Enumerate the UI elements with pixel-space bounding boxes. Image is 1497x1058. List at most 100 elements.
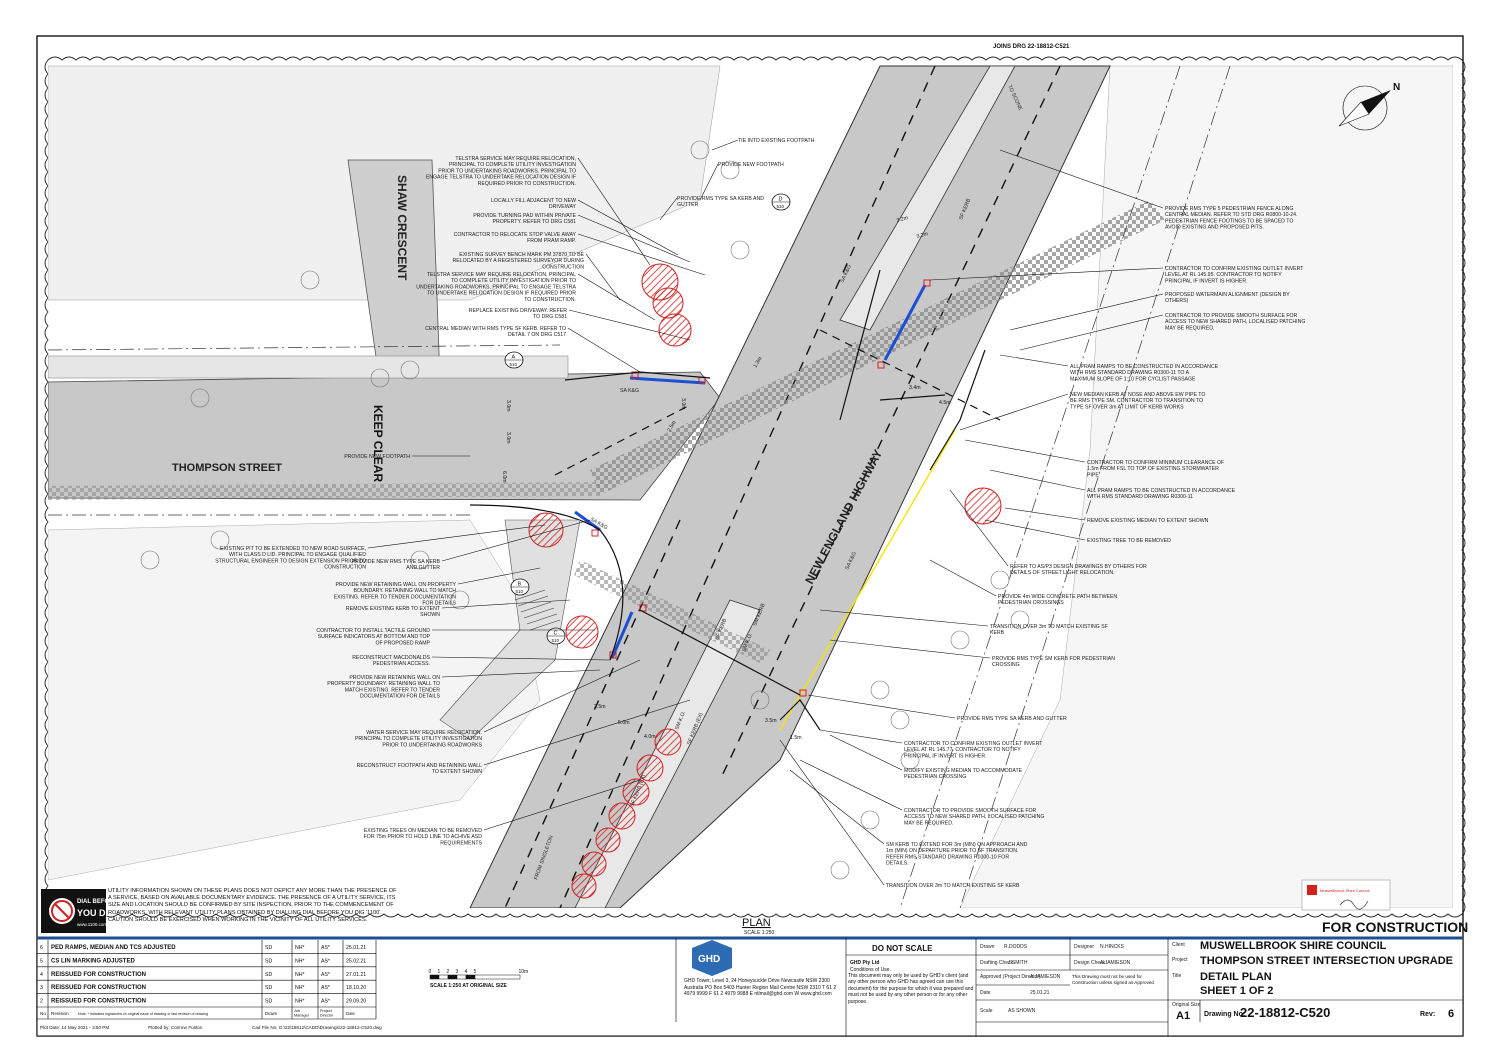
cad-file: Cad File No: G:\22\18812\CADD\Drawings\2… — [252, 1025, 382, 1030]
notice-company: GHD Pty Ltd — [850, 960, 879, 966]
dimension-label: 3.0m — [505, 400, 511, 412]
revision-cell: REISSUED FOR CONSTRUCTION — [51, 985, 146, 991]
tree-removal-mark — [636, 754, 664, 782]
revision-cell: PED RAMPS, MEDIAN AND TCS ADJUSTED — [51, 945, 176, 951]
rev-header-revision: Revision — [51, 1011, 69, 1016]
note-right: CONTRACTOR TO CONFIRM EXISTING OUTLET IN… — [904, 741, 1043, 759]
svg-text:510: 510 — [516, 589, 524, 594]
revision-cell: 3 — [40, 985, 43, 991]
note-right: CONTRACTOR TO CONFIRM EXISTING OUTLET IN… — [1165, 266, 1304, 284]
note-left: PROVIDE NEW FOOTPATH — [344, 454, 410, 460]
drawing-title-1: DETAIL PLAN — [1200, 971, 1272, 983]
revision-cell: NH* — [295, 945, 305, 951]
svg-text:A: A — [512, 355, 516, 361]
existing-tree — [950, 630, 970, 650]
tree-removal-mark — [652, 287, 684, 319]
existing-tree — [410, 550, 430, 570]
tree-removal-mark — [964, 487, 1002, 525]
existing-tree — [450, 590, 470, 610]
plan-scale: SCALE 1:250 — [744, 930, 775, 936]
leader-line — [577, 214, 691, 263]
scale-tick-label: 10m — [519, 969, 529, 975]
designer-label: Designer — [1074, 944, 1094, 950]
ghd-address: GHD Tower, Level 3, 24 Honeysuckle Drive… — [684, 978, 837, 998]
scale-tick-label: 4 — [465, 969, 468, 975]
dimension-label: 3.2m — [916, 231, 929, 240]
lane-lines — [504, 65, 1061, 908]
leader-line — [1004, 507, 1086, 521]
revision-cell: SD — [265, 985, 272, 991]
kerb-outlines — [469, 269, 1001, 731]
drawing-no-value: 22-18812-C520 — [1240, 1005, 1330, 1020]
tree-removal-mark — [565, 615, 599, 649]
scale-tick-label: 1 — [438, 969, 441, 975]
dimension-label: 3.0m — [505, 432, 511, 444]
leader-line — [789, 769, 885, 845]
for-construction-stamp: FOR CONSTRUCTION — [1322, 919, 1468, 935]
keep-clear-marking: KEEP CLEAR — [371, 405, 385, 482]
leader-line — [959, 393, 1069, 431]
drawn-value: R.DODDS — [1004, 944, 1028, 950]
revision-cell: SD — [265, 972, 272, 978]
leader-line — [483, 659, 641, 733]
note-right: CONTRACTOR TO CONFIRM MINIMUM CLEARANCE … — [1087, 460, 1224, 478]
drafting-label: Drafting Check — [980, 960, 1014, 966]
ghd-logo-hex — [692, 940, 732, 976]
yellow-kerb-line — [779, 429, 956, 731]
property-boundaries — [48, 65, 1231, 908]
revision-cell: SD — [265, 945, 272, 951]
date-value: 25.01.21 — [1030, 990, 1050, 996]
svg-text:D: D — [779, 197, 783, 203]
note-right: SM KERB TO EXTEND FOR 3m (MIN) ON APPROA… — [886, 842, 1028, 867]
drafting-value: J.SMITH — [1008, 960, 1028, 966]
scale-tick-label: 5 — [474, 969, 477, 975]
revision-cell: 4 — [40, 972, 43, 978]
leader-line — [441, 599, 571, 609]
existing-tree — [830, 860, 850, 880]
drawing-title-2: SHEET 1 OF 2 — [1200, 985, 1273, 997]
approval-note: This Drawing must not be used for Constr… — [1072, 974, 1154, 985]
ramp-steps — [514, 589, 561, 631]
dimension-label: 3.0m — [680, 398, 686, 410]
scale-tick-label: 3 — [456, 969, 459, 975]
leader-line — [929, 267, 1164, 281]
note-left: TELSTRA SERVICE MAY REQUIRE RELOCATION, … — [416, 272, 576, 303]
revision-cell: 2 — [40, 999, 43, 1005]
note-left: EXISTING PIT TO BE EXTENDED TO NEW ROAD … — [215, 546, 366, 571]
dimension-label: 5.0m — [618, 720, 630, 726]
revision-cell: 6 — [40, 945, 43, 951]
existing-tree — [400, 360, 420, 380]
dial-url: www.1100.com.au — [77, 922, 114, 927]
tree-removal-mark — [654, 728, 682, 756]
title-label: Title — [1172, 973, 1181, 979]
shared-path-hatched — [48, 200, 1165, 664]
leader-line — [1019, 314, 1164, 351]
do-not-scale: DO NOT SCALE — [872, 944, 933, 953]
thompson-footpath — [48, 355, 569, 379]
revision-cell: 25.01.21 — [346, 945, 366, 951]
dimension-label: 3.4m — [909, 385, 921, 391]
project-name: THOMPSON STREET INTERSECTION UPGRADE — [1200, 955, 1453, 967]
revision-cell: CS LIN MARKING ADJUSTED — [51, 958, 135, 964]
tree-removal-mark — [528, 512, 564, 548]
note-right: EXISTING TREE TO BE REMOVED — [1087, 538, 1171, 544]
leader-line — [577, 157, 651, 266]
leader-line — [989, 469, 1086, 491]
existing-tree — [210, 530, 230, 550]
leader-line — [367, 524, 546, 549]
note-left: WATER SERVICE MAY REQUIRE RELOCATION.PRI… — [355, 730, 483, 748]
revision-cell: AS* — [321, 999, 330, 1005]
note-left: EXISTING SURVEY BENCH MARK PM 37870 TO B… — [453, 252, 585, 270]
existing-tree — [140, 550, 160, 570]
revision-cell: 18.10.20 — [346, 985, 366, 991]
